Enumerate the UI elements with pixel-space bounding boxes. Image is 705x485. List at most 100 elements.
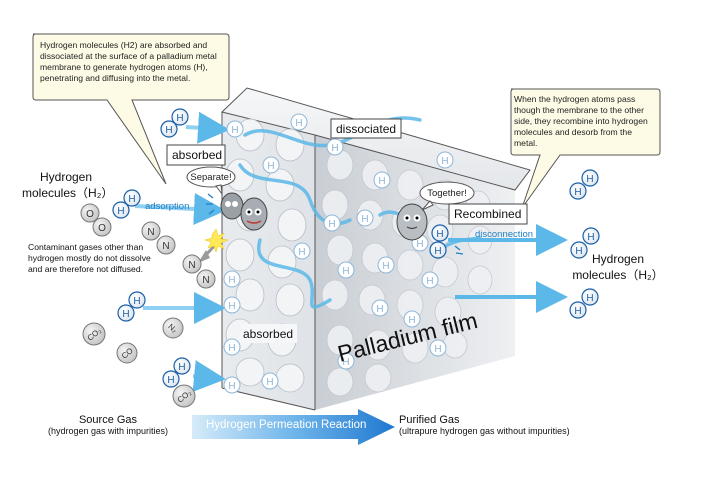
absorbed-top-box — [166, 144, 226, 166]
contaminant-molecules: O O N N N N CO₂ N₂ CO CO₂ — [80, 203, 216, 408]
hydrogen-molecule: H H — [429, 224, 449, 259]
svg-text:H: H — [231, 125, 238, 136]
purified-gas-label: Purified Gas (ultrapure hydrogen gas wit… — [399, 414, 609, 436]
co-molecule: CO — [116, 342, 138, 364]
svg-text:H: H — [117, 206, 124, 217]
absorbed-bottom-label: absorbed — [243, 327, 294, 341]
svg-text:H: H — [434, 246, 441, 257]
hydrogen-molecule: H H — [162, 357, 191, 388]
dissociated-box — [330, 118, 402, 139]
svg-text:H: H — [298, 247, 305, 258]
svg-text:H: H — [228, 275, 235, 286]
hydrogen-molecules-left-line1: Hydrogen — [39, 170, 93, 184]
svg-text:H: H — [575, 246, 582, 257]
svg-text:H: H — [434, 344, 441, 355]
svg-text:H: H — [178, 362, 185, 373]
svg-text:H: H — [328, 219, 335, 230]
hydrogen-atom: H — [226, 120, 244, 138]
svg-text:N: N — [188, 260, 195, 271]
svg-text:H: H — [267, 161, 274, 172]
svg-text:H: H — [331, 143, 338, 154]
svg-text:H: H — [228, 301, 235, 312]
source-gas-label: Source Gas (hydrogen gas with impurities… — [28, 414, 188, 436]
hydrogen-atom: H — [377, 256, 395, 274]
co2-molecule: CO₂ — [82, 322, 106, 346]
absorbed-bottom-box — [240, 324, 297, 343]
hydrogen-molecules-left-label: Hydrogen molecules（H₂） — [22, 170, 113, 201]
recombined-box — [448, 203, 528, 225]
incoming-arrows — [134, 111, 230, 393]
co2-molecule: CO₂ — [172, 384, 196, 408]
nitrogen-molecule: N N — [141, 221, 176, 255]
svg-text:H: H — [441, 156, 448, 167]
svg-text:H: H — [167, 375, 174, 386]
svg-text:H: H — [382, 261, 389, 272]
hydrogen-atom: H — [223, 296, 241, 314]
contaminant-label: Contaminant gases other than hydrogen mo… — [28, 242, 151, 274]
svg-text:N: N — [202, 275, 209, 286]
svg-text:H: H — [342, 266, 349, 277]
n2-molecule: N₂ — [162, 317, 184, 339]
svg-text:H: H — [361, 214, 368, 225]
svg-text:H: H — [165, 125, 172, 136]
deflection-arrow — [198, 228, 229, 263]
svg-text:H: H — [122, 309, 129, 320]
hydrogen-atom: H — [223, 376, 241, 394]
purified-gas-subtitle: (ultrapure hydrogen gas without impuriti… — [399, 426, 570, 436]
hydrogen-atom: H — [421, 271, 439, 289]
hydrogen-molecule: H H — [570, 227, 600, 259]
absorbed-top-label: absorbed — [172, 148, 223, 162]
hydrogen-atom: H — [293, 242, 311, 260]
hydrogen-atom: H — [262, 156, 280, 174]
incoming-hydrogen: H H H H H H H H H H — [112, 108, 449, 388]
hydrogen-atom: H — [373, 171, 391, 189]
hydrogen-atom: H — [323, 214, 341, 232]
source-gas-title: Source Gas — [78, 414, 138, 426]
hydrogen-atom: H — [429, 339, 447, 357]
hydrogen-atom: H — [371, 299, 389, 317]
right-callout-text: When the hydrogen atoms pass though the … — [514, 94, 648, 148]
svg-text:H: H — [133, 296, 140, 307]
purified-gas-title: Purified Gas — [399, 414, 460, 426]
reaction-arrow — [192, 409, 395, 445]
together-bubble: Together! — [419, 181, 475, 211]
nitrogen-molecule: N N — [182, 254, 216, 289]
hydrogen-molecules-right-line1: Hydrogen — [591, 252, 645, 266]
svg-text:H: H — [228, 381, 235, 392]
svg-text:H: H — [587, 232, 594, 243]
source-gas-subtitle: (hydrogen gas with impurities) — [47, 426, 169, 436]
hydrogen-atom: H — [223, 338, 241, 356]
left-callout-text: Hydrogen molecules (H2) are absorbed and… — [40, 40, 217, 83]
hydrogen-molecules-right-line2: molecules（H₂） — [572, 268, 664, 282]
svg-text:N₂: N₂ — [166, 322, 179, 335]
svg-text:H: H — [128, 194, 135, 205]
adsorption-label: adsorption — [145, 201, 190, 212]
svg-text:H: H — [426, 276, 433, 287]
svg-text:H: H — [176, 113, 183, 124]
hydrogen-atom: H — [337, 352, 355, 370]
svg-text:H: H — [586, 293, 593, 304]
hydrogen-atom: H — [436, 151, 454, 169]
svg-text:H: H — [376, 304, 383, 315]
svg-text:H: H — [416, 239, 423, 250]
svg-text:H: H — [378, 176, 385, 187]
svg-text:O: O — [86, 209, 94, 220]
hydrogen-atom: H — [223, 270, 241, 288]
hydrogen-molecule: H H — [112, 189, 141, 219]
svg-text:H: H — [436, 229, 443, 240]
hydrogen-atom: H — [337, 261, 355, 279]
recombined-label: Recombined — [454, 207, 522, 221]
left-callout — [32, 33, 230, 185]
outgoing-hydrogen: H H H H H H — [569, 169, 600, 319]
svg-text:H: H — [586, 174, 593, 185]
hydrogen-molecules-right-label: Hydrogen molecules（H₂） — [568, 252, 668, 283]
svg-text:N: N — [162, 241, 169, 252]
svg-text:H: H — [266, 377, 273, 388]
svg-text:H: H — [295, 118, 302, 129]
hydrogen-atom: H — [290, 113, 308, 131]
svg-text:H: H — [342, 357, 349, 368]
hydrogen-molecule: H H — [569, 169, 599, 200]
separate-text: Separate! — [190, 172, 231, 183]
oxygen-molecule: O O — [80, 203, 112, 237]
